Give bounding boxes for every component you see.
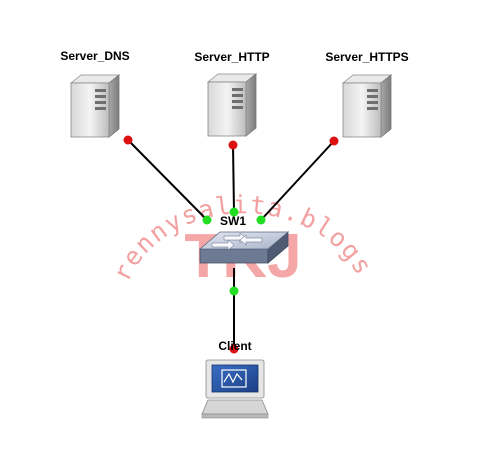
link-https-switch[interactable]: [260, 140, 335, 221]
link-light-client: [229, 344, 239, 354]
link-light-dns-server: [123, 135, 133, 145]
link-light-dns-switch: [202, 215, 212, 225]
watermark: rennysalita.blogspot.com TKJ: [0, 0, 377, 291]
switch-sw1-node[interactable]: [198, 231, 290, 264]
links-layer: [127, 139, 335, 352]
server-http-node[interactable]: [206, 73, 258, 137]
status-lights: [123, 135, 339, 354]
server-https-node[interactable]: [341, 74, 393, 138]
server-tower-icon: [69, 74, 121, 138]
server-tower-icon: [341, 74, 393, 138]
link-light-switch-client: [229, 286, 239, 296]
server-https-label: Server_HTTPS: [325, 50, 409, 64]
server-dns-label: Server_DNS: [60, 49, 130, 63]
server-dns-node[interactable]: [69, 74, 121, 138]
link-light-https-switch: [256, 215, 266, 225]
link-dns-switch[interactable]: [127, 139, 208, 221]
link-light-http-server: [228, 140, 238, 150]
client-label: Client: [218, 339, 252, 353]
switch-label: SW1: [219, 214, 247, 228]
server-http-label: Server_HTTP: [194, 50, 270, 64]
client-node[interactable]: [201, 359, 269, 419]
network-switch-icon: [198, 231, 290, 264]
server-tower-icon: [206, 73, 258, 137]
link-http-switch[interactable]: [232, 144, 235, 213]
link-light-https-server: [329, 136, 339, 146]
workstation-monitor-icon: [201, 359, 269, 419]
link-light-http-switch: [229, 207, 239, 217]
